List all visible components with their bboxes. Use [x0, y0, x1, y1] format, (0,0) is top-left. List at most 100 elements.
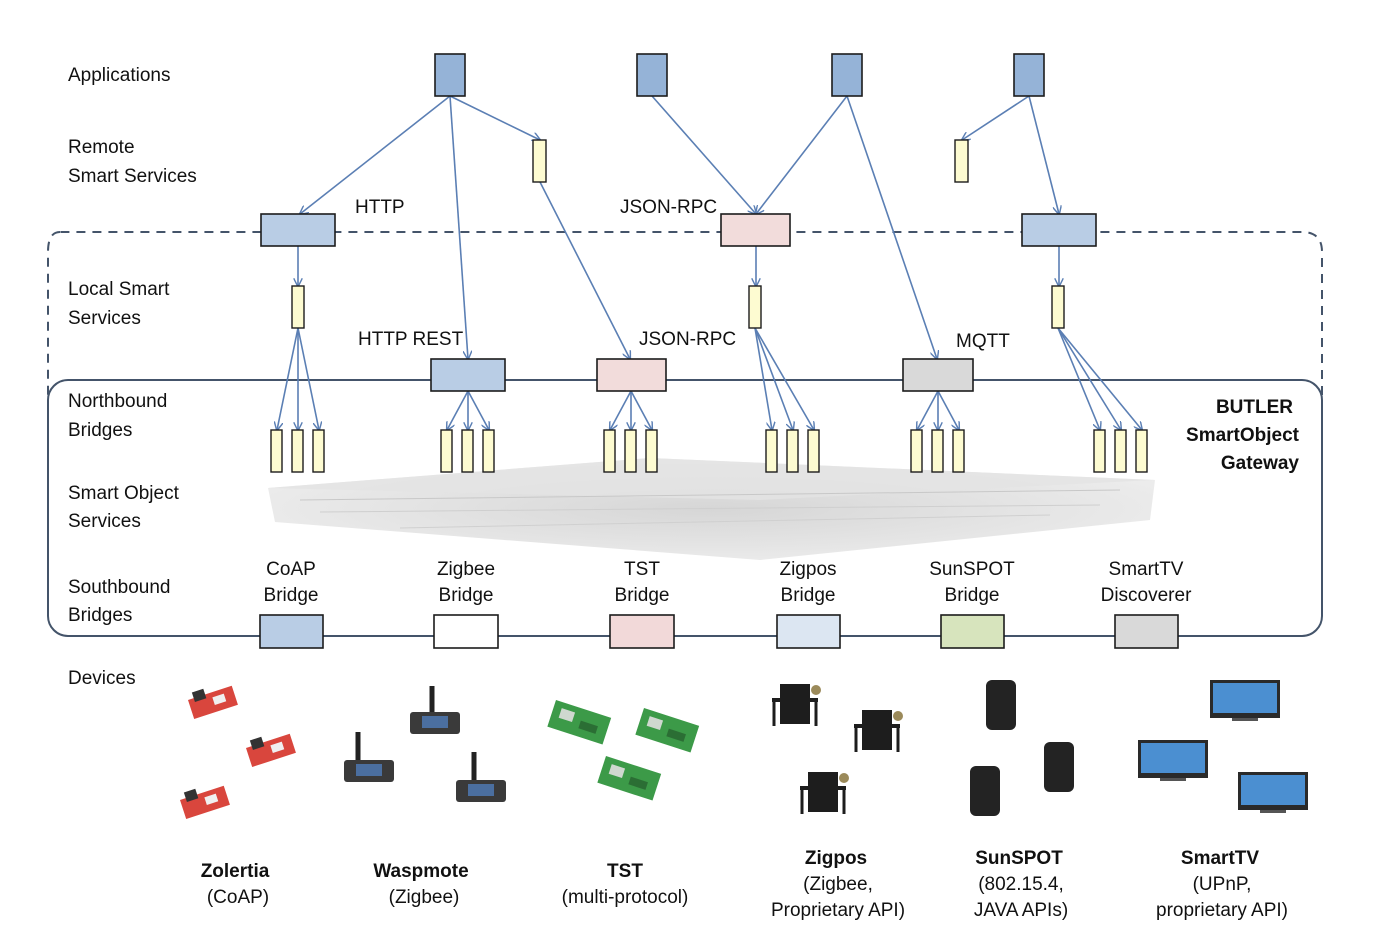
- northbound-bridge-box[interactable]: [291, 429, 304, 473]
- northbound-bridge-box[interactable]: [765, 429, 778, 473]
- waspmote-device-image: [344, 686, 506, 802]
- layer-label-northbound-bridges: Bridges: [68, 420, 132, 441]
- device-name: Zolertia: [201, 861, 270, 882]
- json-rpc-endpoint-box[interactable]: [720, 213, 791, 247]
- arrows-layer: [277, 95, 1142, 430]
- northbound-bridge-box[interactable]: [786, 429, 799, 473]
- northbound-bridge-box[interactable]: [952, 429, 965, 473]
- layer-label-devices: Devices: [68, 668, 136, 689]
- northbound-bridge-box[interactable]: [645, 429, 658, 473]
- json-rpc-northbound-box[interactable]: [596, 358, 667, 392]
- northbound-bridge-box[interactable]: [482, 429, 495, 473]
- local-services-frame: [47, 231, 1323, 395]
- layer-label-local-services: Services: [68, 308, 141, 329]
- northbound-bridge-box[interactable]: [910, 429, 923, 473]
- connector-arrow: [610, 390, 632, 430]
- gateway-title-line3: Gateway: [1221, 453, 1300, 474]
- northbound-bridge-box[interactable]: [312, 429, 325, 473]
- coap-bridge-box[interactable]: [259, 614, 324, 649]
- device-protocol: (802.15.4,: [978, 874, 1064, 895]
- bridge-label-line1: TST: [624, 559, 660, 580]
- connector-arrow: [962, 95, 1030, 140]
- connector-arrow: [467, 390, 489, 430]
- northbound-bridge-group: [1093, 429, 1148, 473]
- connector-arrow: [917, 390, 939, 430]
- connector-arrow: [539, 181, 630, 359]
- bridge-label-line1: Zigbee: [437, 559, 495, 580]
- layer-label-remote-services: Smart Services: [68, 166, 197, 187]
- remote-service-box[interactable]: [954, 139, 969, 183]
- connector-arrow: [756, 95, 848, 214]
- connector-arrow: [754, 327, 793, 430]
- protocol-label-mqtt: MQTT: [956, 331, 1010, 352]
- bridge-label-line1: SunSPOT: [929, 559, 1015, 580]
- northbound-bridge-box[interactable]: [1135, 429, 1148, 473]
- tst-bridge-box[interactable]: [609, 614, 675, 649]
- connector-arrow: [754, 327, 772, 430]
- northbound-bridge-group: [440, 429, 495, 473]
- connector-arrow: [449, 95, 468, 359]
- device-api: proprietary API): [1156, 900, 1288, 921]
- application-box[interactable]: [434, 53, 466, 97]
- device-name: SmartTV: [1181, 848, 1259, 869]
- local-service-box[interactable]: [291, 285, 305, 329]
- endpoint-box[interactable]: [1021, 213, 1097, 247]
- layer-label-remote: Remote: [68, 137, 135, 158]
- application-box[interactable]: [831, 53, 863, 97]
- layer-label-smart-object: Smart Object: [68, 483, 180, 504]
- layer-label-smart-object-services: Services: [68, 511, 141, 532]
- protocol-label-http-rest: HTTP REST: [358, 329, 464, 350]
- layer-label-southbound-bridges: Bridges: [68, 605, 132, 626]
- connector-arrow: [1028, 95, 1059, 214]
- local-service-box[interactable]: [1051, 285, 1065, 329]
- connector-arrow: [754, 327, 814, 430]
- northbound-bridge-box[interactable]: [461, 429, 474, 473]
- application-box[interactable]: [636, 53, 668, 97]
- gateway-title-line2: SmartObject: [1186, 425, 1300, 446]
- northbound-bridge-box[interactable]: [624, 429, 637, 473]
- smarttv-discoverer-box[interactable]: [1114, 614, 1179, 649]
- device-protocol: (Zigbee,: [803, 874, 873, 895]
- remote-service-box[interactable]: [532, 139, 547, 183]
- http-rest-endpoint-box[interactable]: [430, 358, 506, 392]
- local-service-box[interactable]: [748, 285, 762, 329]
- device-api: Proprietary API): [771, 900, 905, 921]
- bridge-label-line1: SmartTV: [1109, 559, 1184, 580]
- zigpos-bridge-box[interactable]: [776, 614, 841, 649]
- protocol-label-http: HTTP: [355, 197, 405, 218]
- northbound-bridge-box[interactable]: [1093, 429, 1106, 473]
- connector-arrow: [1057, 327, 1100, 430]
- northbound-bridge-box[interactable]: [440, 429, 453, 473]
- connector-arrow: [1057, 327, 1121, 430]
- connector-arrow: [846, 95, 937, 359]
- connector-arrow: [277, 327, 299, 430]
- smarttv-device-image: [1138, 680, 1308, 813]
- sunspot-bridge-box[interactable]: [940, 614, 1005, 649]
- bridge-label-line2: Bridge: [781, 585, 836, 606]
- northbound-bridge-box[interactable]: [807, 429, 820, 473]
- connector-arrow: [1057, 327, 1142, 430]
- layer-label-applications: Applications: [68, 65, 170, 86]
- northbound-bridge-box[interactable]: [603, 429, 616, 473]
- bridge-label-line1: Zigpos: [779, 559, 836, 580]
- device-protocol: (Zigbee): [389, 887, 460, 908]
- smart-object-board-image: [268, 458, 1155, 560]
- http-endpoint-box[interactable]: [260, 213, 336, 247]
- northbound-bridge-box[interactable]: [270, 429, 283, 473]
- application-box[interactable]: [1013, 53, 1045, 97]
- northbound-bridge-box[interactable]: [1114, 429, 1127, 473]
- zigbee-bridge-box[interactable]: [433, 614, 499, 649]
- device-name: SunSPOT: [975, 848, 1063, 869]
- bridge-label-line1: CoAP: [266, 559, 316, 580]
- layer-label-southbound: Southbound: [68, 577, 171, 598]
- protocol-label-json-rpc: JSON-RPC: [620, 197, 717, 218]
- layer-label-local: Local Smart: [68, 279, 170, 300]
- bridge-label-line2: Bridge: [615, 585, 670, 606]
- bridge-label-line2: Bridge: [945, 585, 1000, 606]
- northbound-bridge-group: [270, 429, 325, 473]
- mqtt-endpoint-box[interactable]: [902, 358, 974, 392]
- northbound-bridge-box[interactable]: [931, 429, 944, 473]
- northbound-bridge-group: [765, 429, 820, 473]
- device-name: TST: [607, 861, 643, 882]
